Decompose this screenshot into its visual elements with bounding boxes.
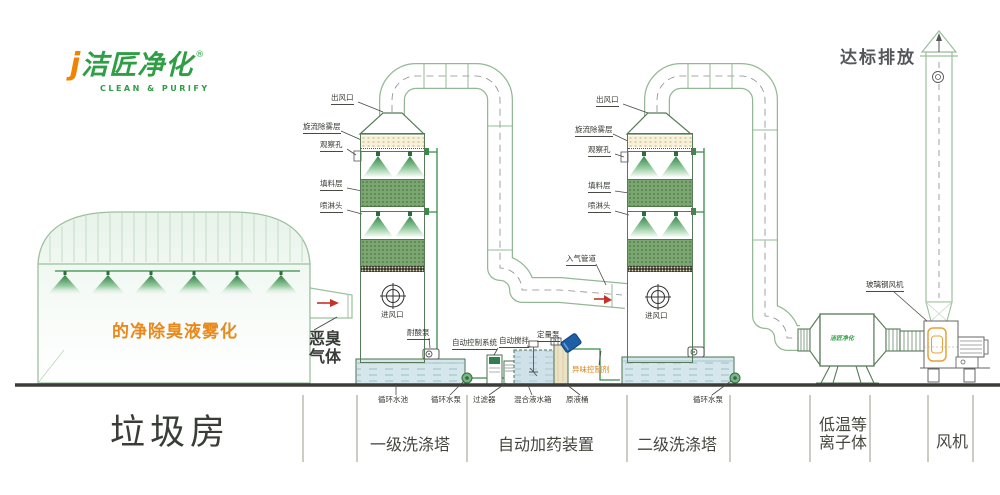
tower1-spray-row-1 xyxy=(361,151,425,178)
stock-barrel-label: 原液桶 xyxy=(566,395,589,404)
tower2-peephole xyxy=(620,151,629,163)
chimney xyxy=(920,30,958,322)
spray-nozzle-icon xyxy=(408,151,412,156)
tower1-spray-row-2 xyxy=(361,211,425,238)
leader-lines xyxy=(340,101,928,396)
section-plasma-line1: 低温等 xyxy=(819,415,868,434)
circ-pump-label-2: 循环水泵 xyxy=(693,395,723,404)
roof-ribs xyxy=(49,212,303,262)
section-tower2: 二级洗涤塔 xyxy=(637,435,718,454)
spray-nozzle-icon xyxy=(376,211,380,216)
control-system-label: 自动控制系统 xyxy=(452,338,497,350)
logo-j-icon: j xyxy=(70,47,81,82)
circ-pump-label-1: 循环水泵 xyxy=(431,395,461,404)
tower1-packing-label: 填料层 xyxy=(320,179,343,191)
tower2-inlet-label: 进风口 xyxy=(645,311,668,320)
section-dosing: 自动加药装置 xyxy=(498,435,595,454)
tower2-packing-layer-2 xyxy=(628,239,692,267)
tower2-cone xyxy=(625,112,693,135)
section-plasma-line2: 离子体 xyxy=(819,433,868,452)
tower2-grate xyxy=(628,266,692,272)
tower1-spray-label: 喷淋头 xyxy=(320,201,343,213)
acid-pump-label: 耐酸泵 xyxy=(407,328,430,340)
tower1-external-pipe xyxy=(424,148,438,359)
house-spray-nozzles xyxy=(48,271,298,294)
brand-logo: j 洁匠净化 ® CLEAN & PURIFY xyxy=(70,47,210,94)
circ-pool-label: 循环水池 xyxy=(378,395,408,404)
circulating-pump-1 xyxy=(461,372,473,384)
filter-unit xyxy=(503,360,516,385)
frp-fan-label: 玻璃钢风机 xyxy=(866,280,904,292)
fan-unit xyxy=(920,320,990,383)
logo-text: 洁匠净化 xyxy=(81,50,194,81)
tower2-demister-layer xyxy=(628,136,692,147)
tower2-packing-layer-1 xyxy=(628,179,692,207)
tower1-demister-label: 旋流除雾层 xyxy=(303,122,341,134)
tower1-peephole xyxy=(353,150,362,162)
section-tower1: 一级洗涤塔 xyxy=(370,435,451,454)
tower1-inlet-symbol xyxy=(380,283,406,309)
circulating-pool-1 xyxy=(355,358,466,385)
mixing-tank xyxy=(513,349,555,385)
section-dividers xyxy=(302,395,974,462)
spray-nozzle-icon xyxy=(642,211,646,216)
spray-nozzle-icon xyxy=(642,151,646,156)
odor-agent-label: 异味控制剂 xyxy=(572,365,610,374)
agent-barrel xyxy=(560,333,582,353)
tower2-packing-label: 填料层 xyxy=(588,181,611,193)
plasma-brand-mark: 洁匠净化 xyxy=(830,335,855,342)
dosing-discharge-pipe xyxy=(561,348,620,381)
tower1-demister-layer xyxy=(361,136,424,147)
tower1-peephole-label: 观察孔 xyxy=(320,140,343,152)
gas-flow-arrow-1 xyxy=(317,299,339,307)
circulating-pump-2 xyxy=(729,372,741,384)
tower2-peephole-label: 观察孔 xyxy=(588,145,611,157)
tower2-spray-row-1 xyxy=(628,151,692,178)
tower2-external-pipe xyxy=(691,148,705,356)
plasma-unit xyxy=(797,313,925,384)
auto-stir-label: 自动搅拌 xyxy=(499,336,529,348)
mix-tank-label: 混合液水箱 xyxy=(514,395,552,404)
tower1-cone xyxy=(358,112,426,135)
odor-gas-label: 恶臭 气体 xyxy=(309,329,342,366)
duct-tower2-to-plasma xyxy=(644,63,800,351)
spray-nozzle-icon xyxy=(674,211,678,216)
acid-pump xyxy=(422,348,440,360)
tower2-outlet-label: 出风口 xyxy=(596,95,619,107)
tower1-inlet-label: 进风口 xyxy=(381,310,404,319)
tower1-outlet-label: 出风口 xyxy=(331,93,354,105)
tower1-packing-layer-2 xyxy=(361,239,424,267)
scrubber-tower-2-body xyxy=(627,133,693,363)
metering-pump-label: 定量泵 xyxy=(537,330,560,342)
gas-flow-arrow-2 xyxy=(594,295,612,304)
garbage-house xyxy=(37,211,353,384)
scrubber-tower-1-body xyxy=(360,133,425,363)
logo-tagline: CLEAN & PURIFY xyxy=(100,84,210,93)
control-cabinet xyxy=(486,354,503,385)
tower2-demister-label: 旋流除雾层 xyxy=(575,125,613,137)
section-fan: 风机 xyxy=(936,432,969,451)
filter-label: 过滤器 xyxy=(473,395,496,404)
stirrer xyxy=(528,340,539,377)
tower2-inlet-symbol xyxy=(645,284,671,310)
spray-nozzle-icon xyxy=(674,151,678,156)
gas-label-leader xyxy=(313,316,338,331)
tower2-spray-row-2 xyxy=(628,211,692,238)
gas-pipe-label: 入气管道 xyxy=(566,254,596,266)
section-garbage-room: 垃圾房 xyxy=(110,413,231,453)
house-spray-caption: 的净除臭液雾化 xyxy=(112,322,238,342)
emission-label: 达标排放 xyxy=(840,48,916,68)
tower1-packing-layer-1 xyxy=(361,179,424,207)
spray-nozzle-icon xyxy=(376,151,380,156)
spray-nozzle-icon xyxy=(408,211,412,216)
registered-mark: ® xyxy=(195,50,205,60)
tower1-grate xyxy=(361,266,424,272)
tower2-spray-label: 喷淋头 xyxy=(588,201,611,213)
duct-tower1-to-tower2 xyxy=(379,63,628,309)
